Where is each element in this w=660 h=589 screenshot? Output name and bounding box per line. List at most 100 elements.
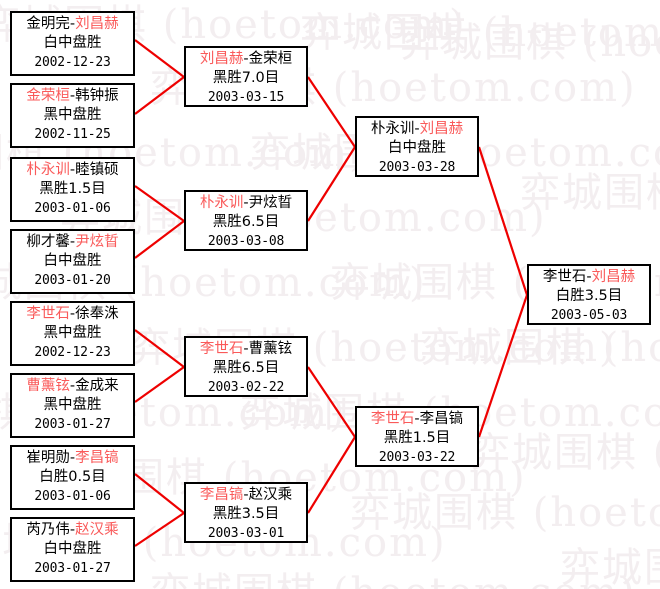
versus-dash: - xyxy=(69,378,76,394)
match-players: 曹薰铉-金成来 xyxy=(12,377,133,396)
match-result: 黑胜6.5目 xyxy=(212,214,280,230)
watermark-text: 弈城围棋 (hoetom.com) xyxy=(150,560,637,589)
versus-dash: - xyxy=(69,162,76,178)
connector-r2m2-to-sfm1 xyxy=(307,146,356,222)
player-left: 朴永训 xyxy=(370,121,415,137)
match-result: 白中盘胜 xyxy=(43,541,102,557)
player-left: 李世石 xyxy=(542,269,587,285)
player-right: 睦镇硕 xyxy=(75,162,119,178)
player-right: 徐奉洙 xyxy=(75,306,119,322)
watermark-text: 弈城围棋 (hoetom.com) xyxy=(520,170,660,216)
versus-dash: - xyxy=(69,88,76,104)
player-left: 朴永训 xyxy=(26,162,70,178)
match-date: 2003-03-08 xyxy=(207,234,285,249)
versus-dash: - xyxy=(243,341,249,357)
match-players: 金明完-刘昌赫 xyxy=(12,15,133,34)
connector-r2m1-to-sfm1 xyxy=(307,76,356,148)
player-right: 李昌镐 xyxy=(75,450,119,466)
player-right: 金成来 xyxy=(75,378,119,394)
watermark-text: 弈城围棋 (hoetom.com) xyxy=(560,545,660,589)
match-players: 朴永训-刘昌赫 xyxy=(357,120,477,139)
match-result: 黑胜1.5目 xyxy=(39,181,106,197)
versus-dash: - xyxy=(243,51,249,67)
connector-r1m3-to-r2m2 xyxy=(134,185,185,222)
match-date: 2002-12-23 xyxy=(34,55,111,70)
player-left: 朴永训 xyxy=(199,195,244,211)
connector-r2m3-to-sfm2 xyxy=(307,366,356,438)
match-date: 2003-03-22 xyxy=(378,450,456,465)
connector-sfm2-to-fm1 xyxy=(477,294,529,438)
versus-dash: - xyxy=(243,487,249,503)
match-result: 黑中盘胜 xyxy=(43,325,102,341)
match-date: 2003-01-27 xyxy=(34,561,111,576)
match-date: 2003-03-28 xyxy=(378,160,456,175)
player-left: 李世石 xyxy=(370,411,415,427)
player-left: 金荣桓 xyxy=(26,88,70,104)
match-date: 2003-01-06 xyxy=(34,489,111,504)
connector-r1m1-to-r2m1 xyxy=(134,39,185,78)
player-right: 韩钟振 xyxy=(75,88,119,104)
connector-sfm1-to-fm1 xyxy=(477,146,529,296)
player-left: 李昌镐 xyxy=(199,487,244,503)
match-players: 李世石-徐奉洙 xyxy=(12,305,133,324)
player-right: 金荣桓 xyxy=(248,51,293,67)
player-right: 曹薰铉 xyxy=(248,341,293,357)
player-left: 李世石 xyxy=(26,306,70,322)
match-players: 刘昌赫-金荣桓 xyxy=(186,50,306,69)
match-players: 李世石-李昌镐 xyxy=(357,410,477,429)
connector-r1m5-to-r2m3 xyxy=(134,329,185,368)
match-date: 2003-01-20 xyxy=(34,273,111,288)
connector-r1m7-to-r2m4 xyxy=(134,473,185,514)
versus-dash: - xyxy=(414,121,420,137)
player-right: 尹炫晢 xyxy=(248,195,293,211)
connector-r1m4-to-r2m2 xyxy=(134,220,185,259)
match-players: 崔明勋-李昌镐 xyxy=(12,449,133,468)
player-left: 崔明勋 xyxy=(26,450,70,466)
versus-dash: - xyxy=(69,522,76,538)
versus-dash: - xyxy=(69,234,76,250)
match-players: 柳才馨-尹炫晢 xyxy=(12,233,133,252)
match-players: 芮乃伟-赵汉乘 xyxy=(12,521,133,540)
watermark-text: 弈城围棋 (hoetom.com) xyxy=(350,490,660,536)
player-right: 刘昌赫 xyxy=(75,16,119,32)
match-result: 黑胜3.5目 xyxy=(212,506,280,522)
connector-r2m4-to-sfm2 xyxy=(307,436,356,514)
player-right: 尹炫晢 xyxy=(75,234,119,250)
match-date: 2003-02-22 xyxy=(207,380,285,395)
watermark-text: 弈城围棋 (hoetom.com) xyxy=(300,10,660,56)
player-left: 金明完 xyxy=(26,16,70,32)
match-result: 白胜3.5目 xyxy=(555,288,623,304)
match-players: 朴永训-睦镇硕 xyxy=(12,161,133,180)
match-box-fm1[interactable]: 李世石-刘昌赫白胜3.5目 2003-05-03 xyxy=(527,264,651,325)
match-box-r1m4[interactable]: 柳才馨-尹炫晢白中盘胜 2003-01-20 xyxy=(10,229,135,294)
versus-dash: - xyxy=(243,195,249,211)
match-result: 白中盘胜 xyxy=(43,35,102,51)
match-result: 白中盘胜 xyxy=(43,253,102,269)
watermark-text: 弈城围棋 (hoetom.com) xyxy=(400,20,660,66)
player-left: 曹薰铉 xyxy=(26,378,70,394)
versus-dash: - xyxy=(414,411,420,427)
match-players: 朴永训-尹炫晢 xyxy=(186,194,306,213)
match-box-r1m1[interactable]: 金明完-刘昌赫白中盘胜 2002-12-23 xyxy=(10,11,135,76)
match-date: 2003-05-03 xyxy=(550,308,628,323)
match-date: 2002-11-25 xyxy=(34,127,111,142)
match-players: 李世石-刘昌赫 xyxy=(529,268,649,287)
versus-dash: - xyxy=(69,306,76,322)
match-box-r1m8[interactable]: 芮乃伟-赵汉乘白中盘胜 2003-01-27 xyxy=(10,517,135,582)
connector-r1m6-to-r2m3 xyxy=(134,366,185,403)
player-right: 赵汉乘 xyxy=(248,487,293,503)
player-right: 刘昌赫 xyxy=(591,269,636,285)
match-date: 2003-01-27 xyxy=(34,417,111,432)
